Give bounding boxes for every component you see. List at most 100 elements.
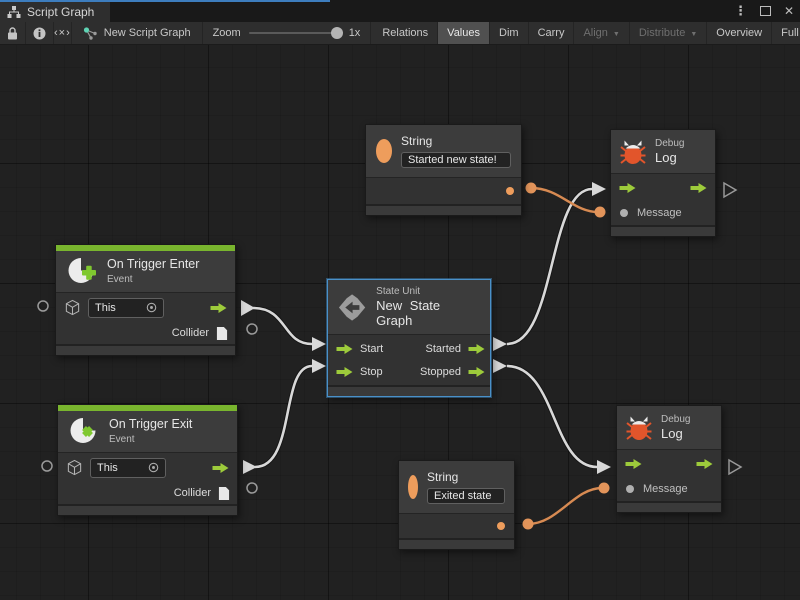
- node-footer: [611, 225, 715, 236]
- code-view-button[interactable]: ‹×›: [54, 22, 72, 44]
- close-icon[interactable]: ✕: [783, 4, 794, 18]
- node-state-unit[interactable]: State Unit New State Graph Start Started…: [327, 279, 491, 397]
- node-footer: [56, 344, 235, 355]
- fullscreen-button[interactable]: Full Screen: [772, 22, 800, 44]
- trigger-exit-icon: [70, 418, 96, 443]
- wire-string-to-message-bottom[interactable]: [527, 486, 603, 526]
- node-debug-log-bottom[interactable]: Debug Log Message: [616, 405, 722, 513]
- flow-input-port-icon[interactable]: [336, 366, 353, 377]
- distribute-dropdown[interactable]: Distribute ▼: [630, 22, 708, 44]
- port-label: Message: [643, 483, 688, 495]
- wire-source-arrow[interactable]: [241, 300, 255, 316]
- node-on-trigger-enter[interactable]: On Trigger Enter Event This Collide: [55, 244, 236, 356]
- unconnected-flow-port[interactable]: [728, 458, 743, 476]
- node-footer: [617, 501, 721, 512]
- zoom-slider[interactable]: [248, 27, 343, 39]
- window-controls: ⋮ ✕: [734, 0, 794, 22]
- angle-brackets-icon: ‹×›: [54, 27, 71, 39]
- wire-stopped-to-log[interactable]: [506, 364, 598, 469]
- trigger-enter-icon: [68, 258, 96, 283]
- flow-output-port-icon[interactable]: [696, 458, 713, 469]
- flow-output-port-icon[interactable]: [468, 366, 485, 377]
- unconnected-port[interactable]: [246, 482, 258, 494]
- target-object-field[interactable]: This: [90, 457, 166, 478]
- flow-output-port-icon[interactable]: [212, 462, 229, 473]
- wire-end-arrow: [597, 460, 611, 474]
- string-output-port[interactable]: [497, 522, 505, 530]
- window-menu-icon[interactable]: ⋮: [733, 3, 747, 18]
- overview-button[interactable]: Overview: [707, 22, 773, 44]
- wire-exit-to-stop[interactable]: [254, 364, 313, 469]
- collider-value-icon[interactable]: [216, 326, 228, 341]
- graph-canvas[interactable]: String Started new state!: [0, 45, 800, 600]
- flow-output-port-icon[interactable]: [210, 302, 227, 313]
- node-subtitle: State Unit: [376, 286, 421, 297]
- value-wire-endpoint[interactable]: [598, 482, 610, 494]
- string-input[interactable]: Started new state!: [401, 152, 511, 168]
- flow-output-port-icon[interactable]: [690, 182, 707, 193]
- node-title: Log: [655, 150, 677, 165]
- wire-end-arrow: [312, 359, 326, 373]
- info-button[interactable]: [26, 22, 54, 44]
- info-icon: [33, 27, 46, 39]
- value-wire-endpoint[interactable]: [525, 182, 537, 194]
- carry-button[interactable]: Carry: [529, 22, 575, 44]
- wire-enter-to-start[interactable]: [252, 306, 313, 346]
- wire-started-to-log[interactable]: [506, 187, 593, 346]
- wire-source-arrow[interactable]: [493, 337, 507, 351]
- node-title: String: [427, 470, 459, 484]
- align-dropdown[interactable]: Align ▼: [574, 22, 630, 44]
- tab-script-graph[interactable]: Script Graph: [0, 2, 111, 22]
- flow-output-port-icon[interactable]: [468, 343, 485, 354]
- value-wire-endpoint[interactable]: [594, 206, 606, 218]
- dim-button[interactable]: Dim: [490, 22, 529, 44]
- node-on-trigger-exit[interactable]: On Trigger Exit Event This Collider: [57, 404, 238, 516]
- node-debug-log-top[interactable]: Debug Log Message: [610, 129, 716, 237]
- lock-button[interactable]: [0, 22, 26, 44]
- message-input-port[interactable]: [620, 209, 628, 217]
- unconnected-port[interactable]: [41, 460, 53, 472]
- flow-input-port-icon[interactable]: [625, 458, 642, 469]
- wire-source-arrow[interactable]: [243, 460, 257, 474]
- object-picker-icon[interactable]: [148, 462, 159, 473]
- port-label: Message: [637, 207, 682, 219]
- node-title: String: [401, 134, 433, 148]
- string-input[interactable]: Exited state: [427, 488, 505, 504]
- state-unit-icon: [338, 293, 366, 321]
- graph-name-label: New Script Graph: [103, 27, 191, 39]
- message-input-port[interactable]: [626, 485, 634, 493]
- graph-toolbar: ‹×› New Script Graph Zoom 1x Relations V…: [0, 22, 800, 45]
- string-literal-icon: [376, 139, 392, 163]
- zoom-value: 1x: [348, 27, 361, 39]
- unconnected-flow-port[interactable]: [723, 181, 738, 199]
- node-string-top[interactable]: String Started new state!: [365, 124, 522, 216]
- node-footer: [328, 385, 490, 396]
- zoom-slider-handle[interactable]: [330, 27, 343, 39]
- flow-input-port-icon[interactable]: [336, 343, 353, 354]
- wire-source-arrow[interactable]: [493, 359, 507, 373]
- bug-icon: [620, 140, 646, 164]
- connection-layer: [37, 181, 743, 530]
- string-literal-icon: [408, 475, 418, 499]
- node-string-bottom[interactable]: String Exited state: [398, 460, 515, 550]
- relations-button[interactable]: Relations: [373, 22, 439, 44]
- toolbar-toggles: Relations Values Dim Carry Align ▼ Distr…: [373, 22, 800, 44]
- node-subtitle: Event: [109, 434, 135, 445]
- object-picker-icon[interactable]: [146, 302, 157, 313]
- port-label: Collider: [173, 487, 211, 499]
- flow-input-port-icon[interactable]: [619, 182, 636, 193]
- target-object-field[interactable]: This: [88, 297, 164, 318]
- value-wire-endpoint[interactable]: [522, 518, 534, 530]
- values-button[interactable]: Values: [438, 22, 490, 44]
- graph-breadcrumb[interactable]: New Script Graph: [72, 22, 203, 44]
- zoom-control: Zoom 1x: [203, 22, 372, 44]
- collider-value-icon[interactable]: [218, 486, 230, 501]
- string-output-port[interactable]: [506, 187, 514, 195]
- wire-string-to-message-top[interactable]: [530, 186, 599, 214]
- node-footer: [58, 504, 237, 515]
- event-accent-bar: [58, 405, 237, 411]
- unconnected-port[interactable]: [37, 300, 49, 312]
- maximize-icon[interactable]: [759, 6, 771, 16]
- unconnected-port[interactable]: [246, 323, 258, 335]
